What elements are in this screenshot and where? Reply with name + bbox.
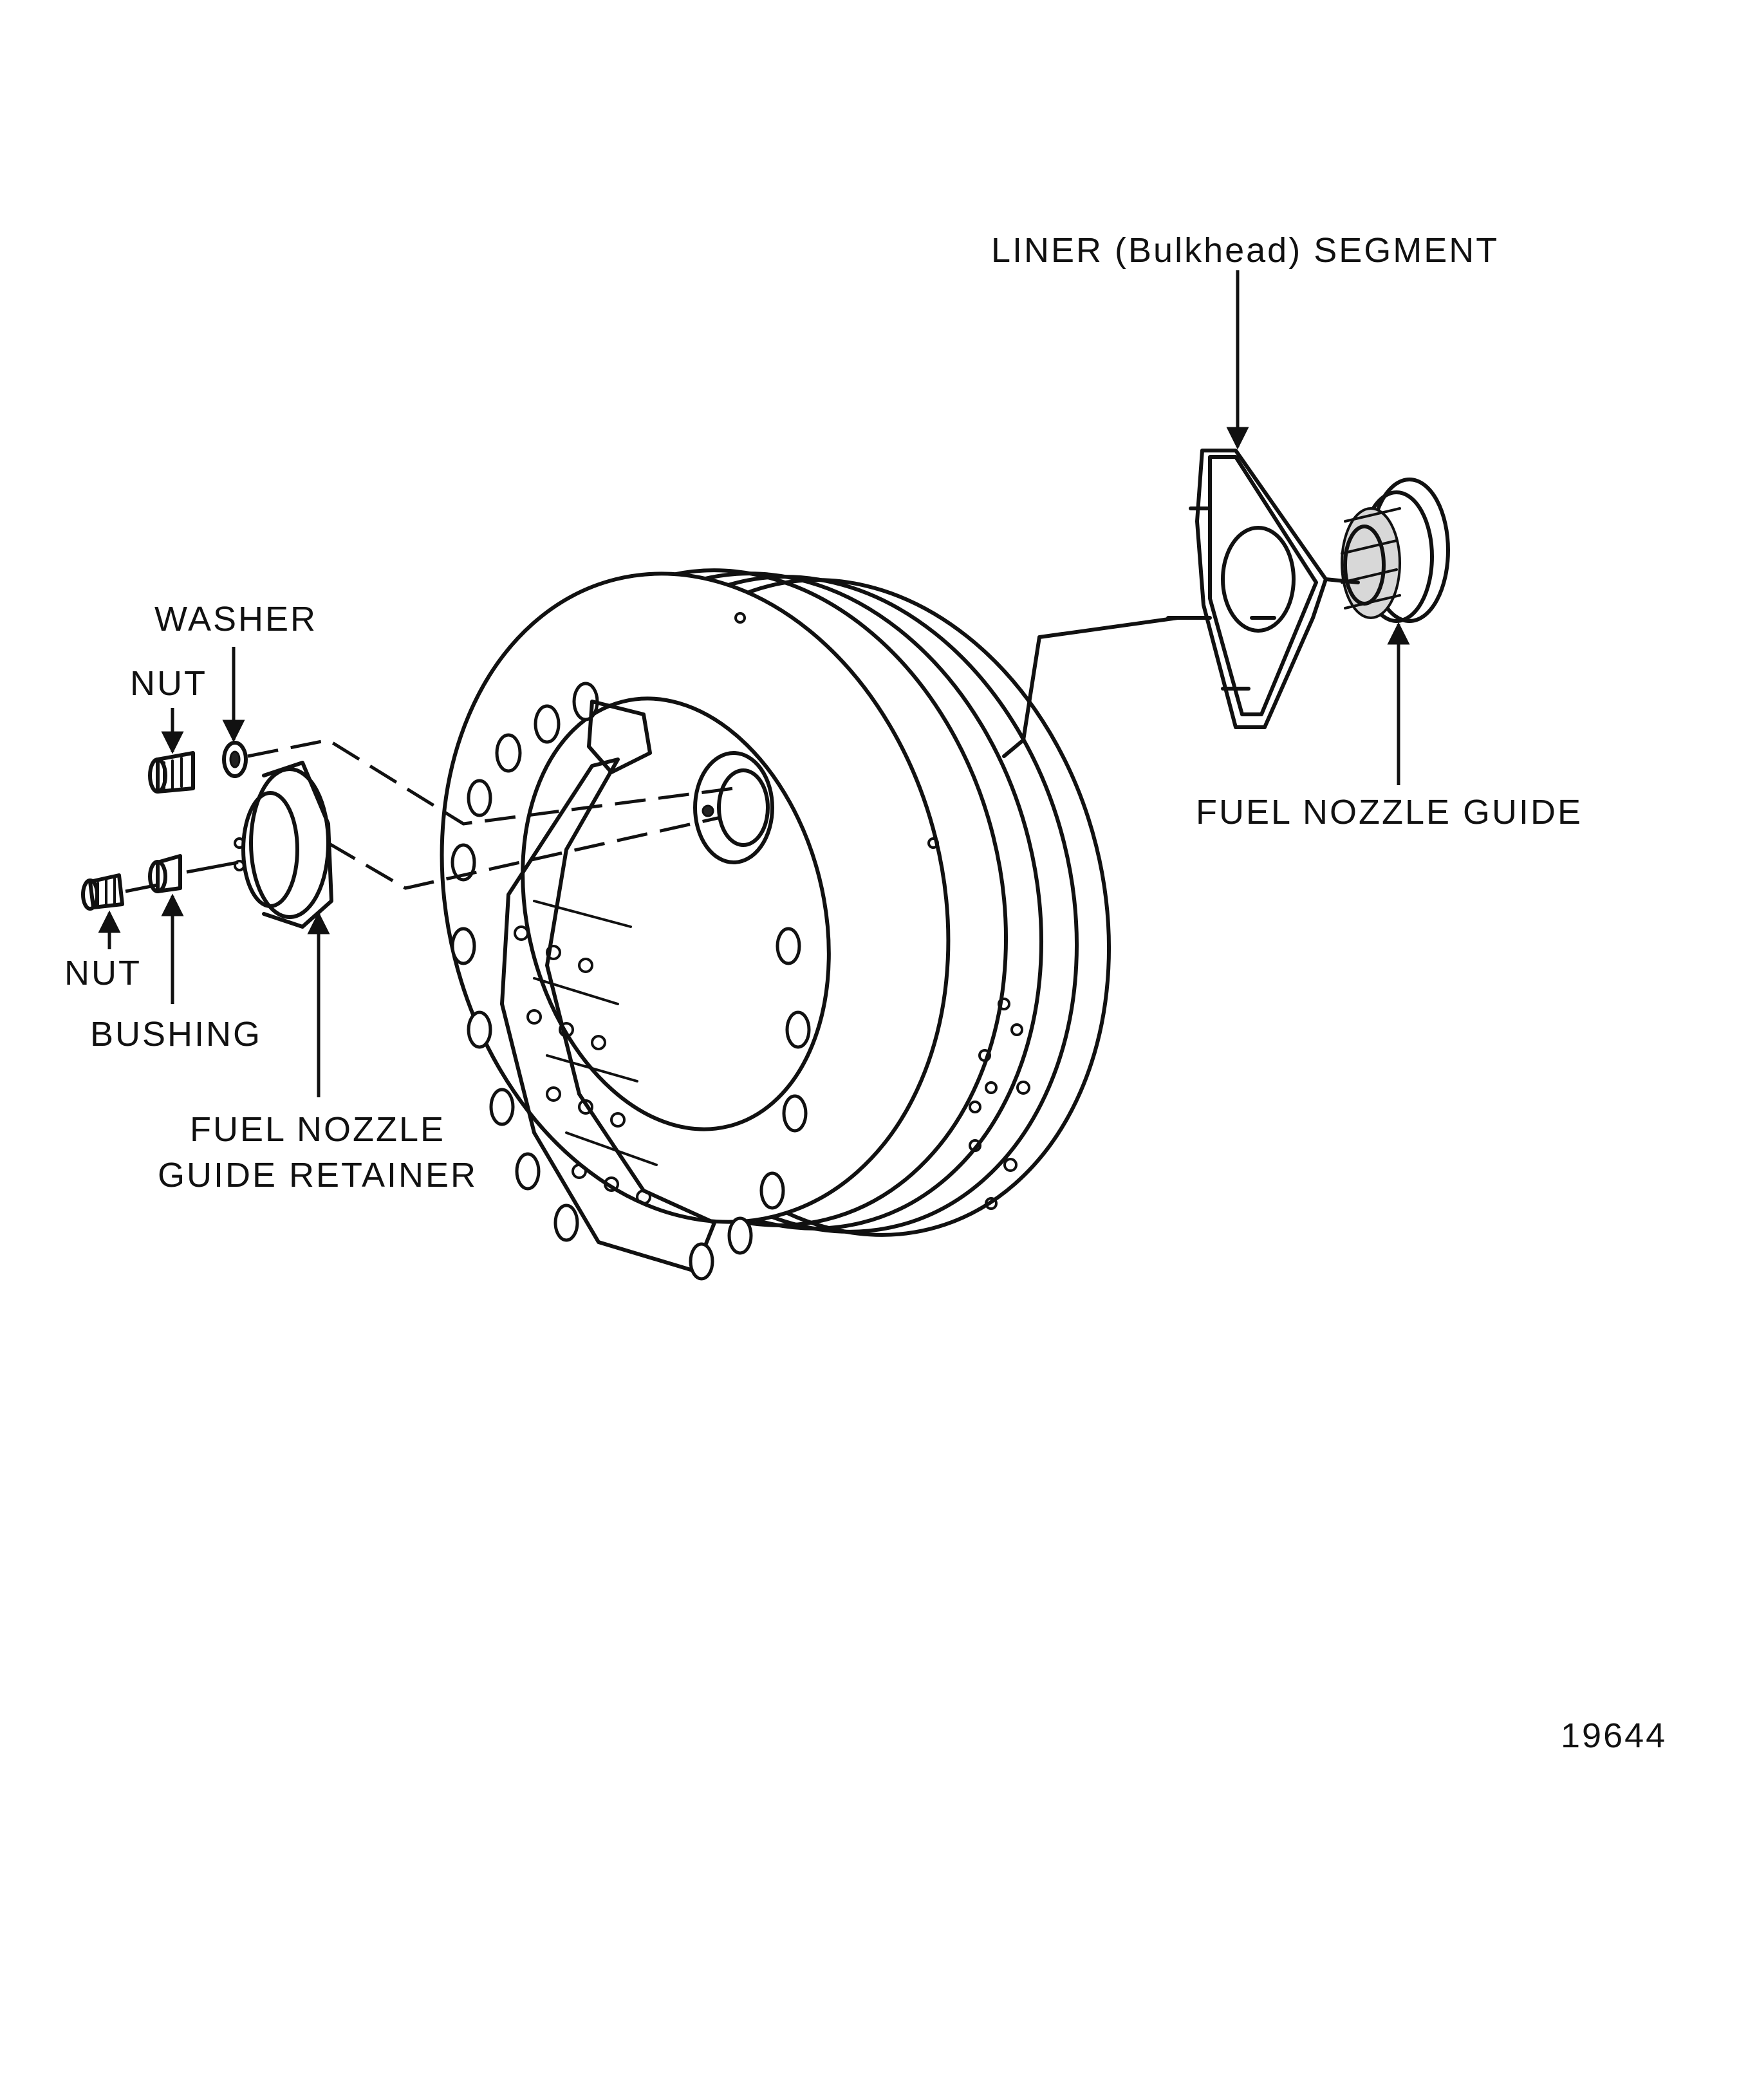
label-nut-lower: NUT [64, 954, 142, 992]
label-washer: WASHER [154, 600, 318, 638]
assembly-line-retainer [327, 815, 721, 890]
washer-part [222, 741, 248, 778]
assembly-line-washer [247, 738, 734, 826]
figure-number: 19644 [1561, 1716, 1668, 1755]
bushing-part [148, 854, 182, 893]
label-fuel-nozzle-guide: FUEL NOZZLE GUIDE [1196, 793, 1583, 832]
combustion-liner-ring [440, 568, 1111, 1281]
label-nut-upper: NUT [130, 664, 207, 703]
nozzle-boss-mounted [693, 751, 774, 864]
nut-lower-part [81, 873, 124, 911]
label-retainer-line: FUEL NOZZLE [189, 1110, 446, 1149]
retainer-part [234, 761, 333, 929]
liner-segment-part [1166, 449, 1328, 729]
label-retainer: FUEL NOZZLE GUIDE RETAINER [158, 1107, 478, 1199]
label-retainer-line: GUIDE RETAINER [158, 1156, 478, 1195]
fuel-nozzle-guide-part [1341, 478, 1450, 623]
label-liner-segment: LINER (Bulkhead) SEGMENT [991, 231, 1500, 270]
nut-upper-part [148, 751, 195, 794]
label-bushing: BUSHING [90, 1015, 263, 1054]
